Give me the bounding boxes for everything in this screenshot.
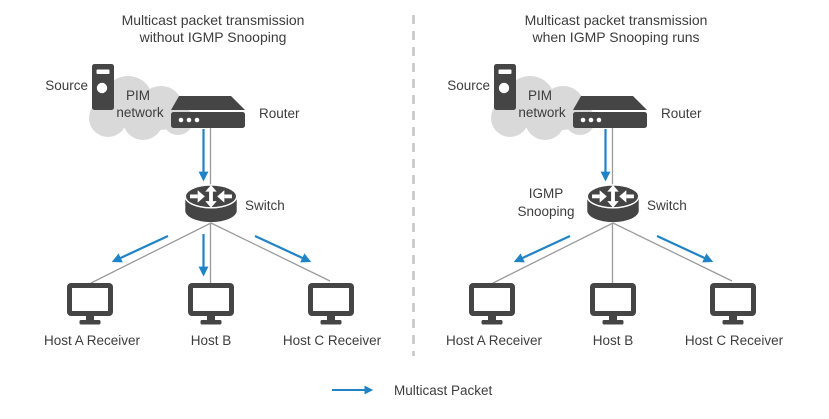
- panel-title-line1: Multicast packet transmission: [525, 12, 708, 28]
- switch-hostC-link: [612, 222, 733, 282]
- cloud-label-line1: PIM: [126, 88, 150, 103]
- multicast-arrow-hostC: [254, 235, 312, 263]
- host-label: Host A Receiver: [44, 333, 141, 348]
- source-label: Source: [447, 78, 490, 93]
- panel-title-line2: without IGMP Snooping: [139, 29, 287, 45]
- cloud-label-line2: network: [116, 105, 164, 120]
- panel-without-igmp: Multicast packet transmission without IG…: [44, 12, 382, 348]
- switch-label: Switch: [647, 198, 687, 213]
- router-label: Router: [661, 106, 702, 121]
- host-monitor-icon: [469, 283, 515, 325]
- host-label: Host A Receiver: [446, 333, 543, 348]
- legend: Multicast Packet: [332, 383, 493, 398]
- multicast-arrow-hostA: [111, 235, 169, 263]
- cloud-label-line1: PIM: [528, 88, 552, 103]
- panel-with-igmp: Multicast packet transmission when IGMP …: [446, 12, 784, 348]
- host-label: Host B: [593, 333, 634, 348]
- switch-hostC-link: [210, 222, 331, 282]
- panel-title-line2: when IGMP Snooping runs: [531, 29, 699, 45]
- host-monitor-icon: [590, 283, 636, 325]
- host-label: Host C Receiver: [283, 333, 382, 348]
- pim-cloud-icon: [89, 76, 193, 140]
- switch-icon: [184, 184, 238, 223]
- router-label: Router: [259, 106, 300, 121]
- legend-label: Multicast Packet: [394, 383, 493, 398]
- host-label: Host B: [191, 333, 232, 348]
- host-label: Host C Receiver: [685, 333, 784, 348]
- host-monitor-icon: [188, 283, 234, 325]
- multicast-arrow-hostC: [656, 235, 714, 263]
- switch-label: Switch: [245, 198, 285, 213]
- host-monitor-icon: [308, 283, 354, 325]
- cloud-label-line2: network: [518, 105, 566, 120]
- source-label: Source: [45, 78, 88, 93]
- host-monitor-icon: [67, 283, 113, 325]
- source-server-icon: [92, 64, 114, 110]
- router-icon: [171, 96, 245, 128]
- router-icon: [573, 96, 647, 128]
- igmp-snooping-label-line1: IGMP: [529, 186, 564, 201]
- switch-hostA-link: [90, 222, 212, 284]
- switch-hostA-link: [492, 222, 614, 284]
- switch-icon: [586, 184, 640, 223]
- multicast-arrow-hostA: [513, 235, 571, 263]
- host-monitor-icon: [710, 283, 756, 325]
- source-server-icon: [494, 64, 516, 110]
- igmp-snooping-label-line2: Snooping: [517, 204, 574, 219]
- panel-title-line1: Multicast packet transmission: [122, 12, 305, 28]
